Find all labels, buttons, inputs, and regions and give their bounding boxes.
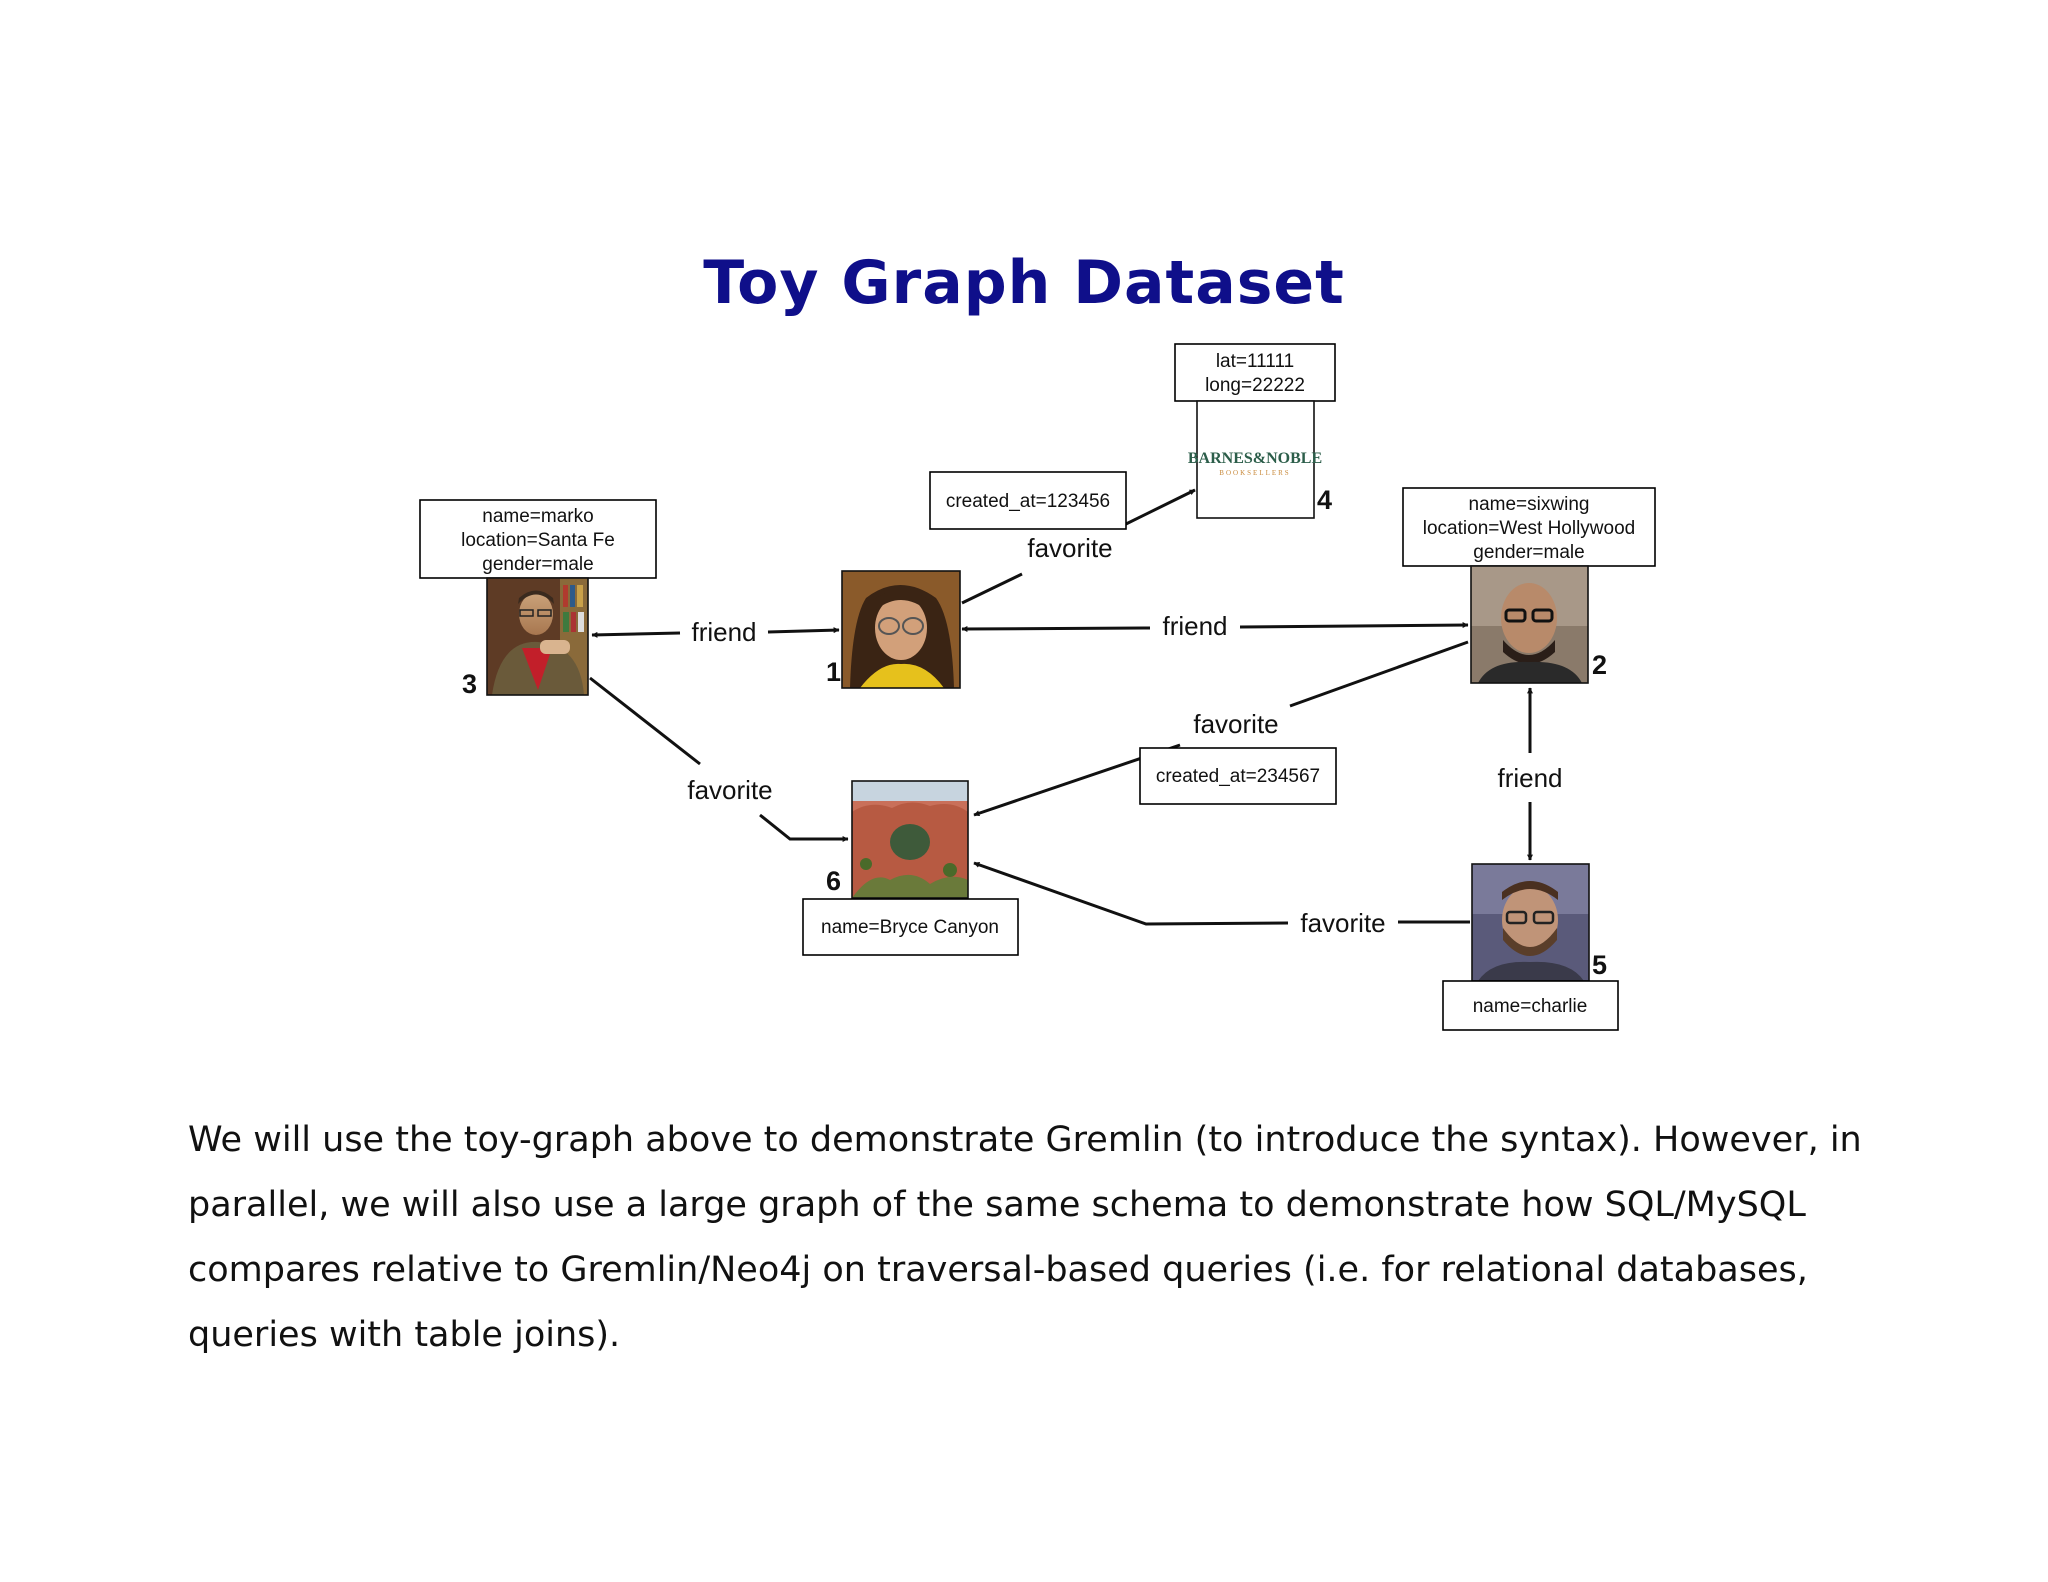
vertex-prop-box bbox=[1402, 487, 1656, 567]
canyon-arch-photo-icon bbox=[852, 781, 968, 898]
vertex-4: lat=11111 long=22222 BARNES&NOBLE BOOKSE… bbox=[1174, 343, 1336, 519]
edge-favorite-1-4: favorite bbox=[961, 488, 1196, 605]
svg-text:long=22222: long=22222 bbox=[1205, 375, 1305, 396]
portrait-bookshelf-icon bbox=[487, 578, 588, 695]
svg-text:location=West Hollywood: location=West Hollywood bbox=[1423, 518, 1635, 539]
portrait-bald-glasses-icon bbox=[1471, 566, 1588, 683]
vertex-id: 4 bbox=[1317, 485, 1332, 515]
edge-favorite-3-6: favorite bbox=[589, 676, 849, 842]
svg-text:gender=male: gender=male bbox=[482, 554, 593, 575]
svg-text:created_at=123456: created_at=123456 bbox=[946, 491, 1110, 512]
toy-graph-diagram: friend friend friend favorite favorite f… bbox=[419, 343, 1656, 1031]
vertex-id: 1 bbox=[826, 657, 841, 687]
svg-text:name=marko: name=marko bbox=[482, 506, 593, 527]
svg-text:created_at=234567: created_at=234567 bbox=[1156, 766, 1320, 787]
vertex-id: 5 bbox=[1592, 950, 1607, 980]
edge-label: favorite bbox=[1300, 908, 1385, 938]
edge-friend-1-2: friend bbox=[961, 611, 1469, 641]
svg-text:name=charlie: name=charlie bbox=[1473, 996, 1588, 1017]
vertex-3: name=marko location=Santa Fe gender=male… bbox=[419, 499, 657, 699]
edge-label: friend bbox=[691, 617, 756, 647]
vertex-id: 3 bbox=[462, 669, 477, 699]
edge-label: friend bbox=[1162, 611, 1227, 641]
edge-label: friend bbox=[1497, 763, 1562, 793]
vertex-id: 2 bbox=[1592, 650, 1607, 680]
svg-text:lat=11111: lat=11111 bbox=[1216, 351, 1294, 372]
edge-label: favorite bbox=[687, 775, 772, 805]
vertex-6: 6 name=Bryce Canyon bbox=[802, 780, 1019, 956]
description-paragraph: We will use the toy-graph above to demon… bbox=[188, 1120, 1862, 1355]
barnes-and-noble-logo: BARNES&NOBLE BOOKSELLERS bbox=[1188, 450, 1322, 477]
edge-label: favorite bbox=[1027, 533, 1112, 563]
edge-favorite-5-6: favorite bbox=[973, 861, 1470, 938]
svg-text:name=Bryce Canyon: name=Bryce Canyon bbox=[821, 917, 999, 938]
vertex-prop-box bbox=[1442, 980, 1619, 1031]
edge-label: favorite bbox=[1193, 709, 1278, 739]
vertex-prop-box bbox=[802, 898, 1019, 956]
vertex-id: 6 bbox=[826, 866, 841, 896]
vertex-prop-box bbox=[1174, 343, 1336, 402]
edge-friend-3-1: friend bbox=[591, 617, 840, 647]
edge-prop-box-1-4: created_at=123456 bbox=[929, 471, 1127, 530]
edge-prop-box-2-6: created_at=234567 bbox=[1139, 747, 1337, 805]
svg-text:name=sixwing: name=sixwing bbox=[1469, 494, 1590, 515]
portrait-long-hair-glasses-icon bbox=[842, 571, 960, 688]
svg-text:gender=male: gender=male bbox=[1473, 542, 1584, 563]
edge-friend-2-5: friend bbox=[1497, 687, 1563, 861]
svg-text:location=Santa Fe: location=Santa Fe bbox=[461, 530, 615, 551]
portrait-beard-glasses-icon bbox=[1472, 864, 1589, 981]
svg-text:BOOKSELLERS: BOOKSELLERS bbox=[1219, 469, 1290, 477]
svg-text:BARNES&NOBLE: BARNES&NOBLE bbox=[1188, 450, 1322, 467]
vertex-5: 5 name=charlie bbox=[1442, 863, 1619, 1031]
slide-title: Toy Graph Dataset bbox=[703, 248, 1345, 318]
vertex-2: name=sixwing location=West Hollywood gen… bbox=[1402, 487, 1656, 684]
vertex-1: 1 bbox=[826, 570, 961, 689]
